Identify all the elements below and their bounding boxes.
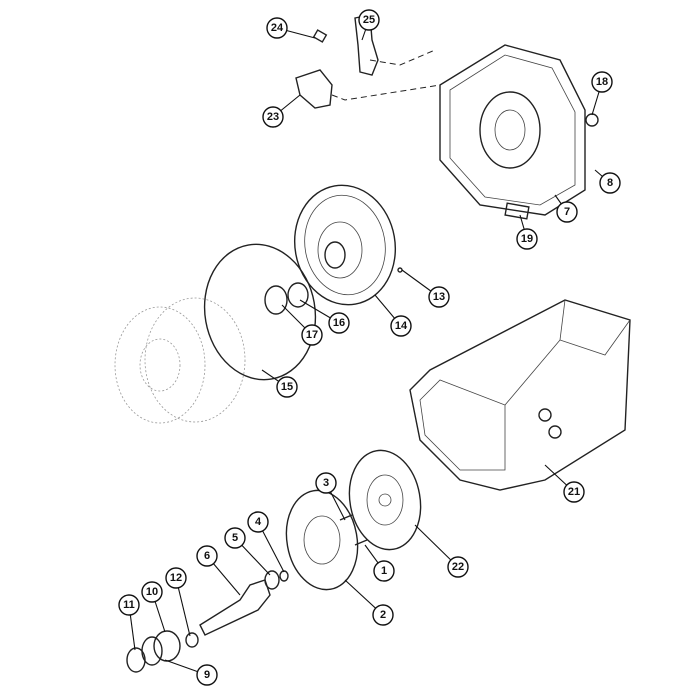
housing-part-7 xyxy=(439,44,599,220)
callout-circle xyxy=(165,567,187,589)
callout-number: 19 xyxy=(521,233,533,245)
callout-9: 9 xyxy=(196,664,218,686)
callout-number: 4 xyxy=(255,516,262,528)
callout-circle xyxy=(247,511,269,533)
callout-circle xyxy=(328,312,350,334)
callout-circle xyxy=(591,71,613,93)
callout-number: 13 xyxy=(433,291,445,303)
callout-2: 2 xyxy=(372,604,394,626)
clutch-part-22 xyxy=(348,449,422,551)
callout-24: 24 xyxy=(266,17,288,39)
callout-11: 11 xyxy=(118,594,140,616)
callout-13: 13 xyxy=(428,286,450,308)
callout-number: 21 xyxy=(568,486,580,498)
converter-part-14 xyxy=(203,184,403,381)
callout-circle xyxy=(315,472,337,494)
callout-7: 7 xyxy=(556,201,578,223)
callout-number: 2 xyxy=(380,609,386,621)
callout-number: 14 xyxy=(395,320,408,332)
callout-12: 12 xyxy=(165,567,187,589)
callout-circle xyxy=(372,604,394,626)
callout-circle xyxy=(390,315,412,337)
callout-8: 8 xyxy=(599,172,621,194)
callout-number: 9 xyxy=(204,669,210,681)
callout-number: 5 xyxy=(232,532,238,544)
callout-circle xyxy=(262,106,284,128)
callout-circle xyxy=(428,286,450,308)
callout-circle xyxy=(373,560,395,582)
callout-circle xyxy=(563,481,585,503)
callout-circle xyxy=(301,324,323,346)
callout-25: 25 xyxy=(358,9,380,31)
callout-circle xyxy=(266,17,288,39)
callout-circle xyxy=(224,527,246,549)
callout-number: 17 xyxy=(306,329,318,341)
callout-number: 18 xyxy=(596,76,608,88)
callout-number: 3 xyxy=(323,477,329,489)
callout-circle xyxy=(358,9,380,31)
callout-16: 16 xyxy=(328,312,350,334)
case-part-21 xyxy=(409,299,631,491)
callout-3: 3 xyxy=(315,472,337,494)
callout-number: 6 xyxy=(204,550,210,562)
callout-circle xyxy=(599,172,621,194)
callout-number: 16 xyxy=(333,317,345,329)
callout-18: 18 xyxy=(591,71,613,93)
callout-number: 11 xyxy=(123,599,135,611)
callout-number: 24 xyxy=(271,22,284,34)
callout-5: 5 xyxy=(224,527,246,549)
leader-lines xyxy=(128,19,611,676)
callout-circle xyxy=(118,594,140,616)
callout-number: 10 xyxy=(146,586,158,598)
flywheel-part-2 xyxy=(285,489,368,591)
callout-number: 25 xyxy=(363,14,375,26)
shaft-part-6 xyxy=(126,570,289,673)
callout-number: 22 xyxy=(452,561,464,573)
callout-22: 22 xyxy=(447,556,469,578)
callout-number: 1 xyxy=(381,565,387,577)
callout-19: 19 xyxy=(516,228,538,250)
callout-23: 23 xyxy=(262,106,284,128)
callout-circle xyxy=(196,545,218,567)
callout-6: 6 xyxy=(196,545,218,567)
callout-number: 15 xyxy=(281,381,293,393)
callout-4: 4 xyxy=(247,511,269,533)
callout-number: 12 xyxy=(170,572,182,584)
callout-1: 1 xyxy=(373,560,395,582)
flywheel-phantom xyxy=(114,297,246,424)
callout-14: 14 xyxy=(390,315,412,337)
callout-circle xyxy=(141,581,163,603)
callout-circle xyxy=(196,664,218,686)
callout-circle xyxy=(276,376,298,398)
callout-15: 15 xyxy=(276,376,298,398)
callout-17: 17 xyxy=(301,324,323,346)
callout-10: 10 xyxy=(141,581,163,603)
callout-circle xyxy=(447,556,469,578)
callout-number: 8 xyxy=(607,177,613,189)
callout-21: 21 xyxy=(563,481,585,503)
callout-number: 23 xyxy=(267,111,279,123)
callout-number: 7 xyxy=(564,206,570,218)
callout-circle xyxy=(516,228,538,250)
callout-circle xyxy=(556,201,578,223)
